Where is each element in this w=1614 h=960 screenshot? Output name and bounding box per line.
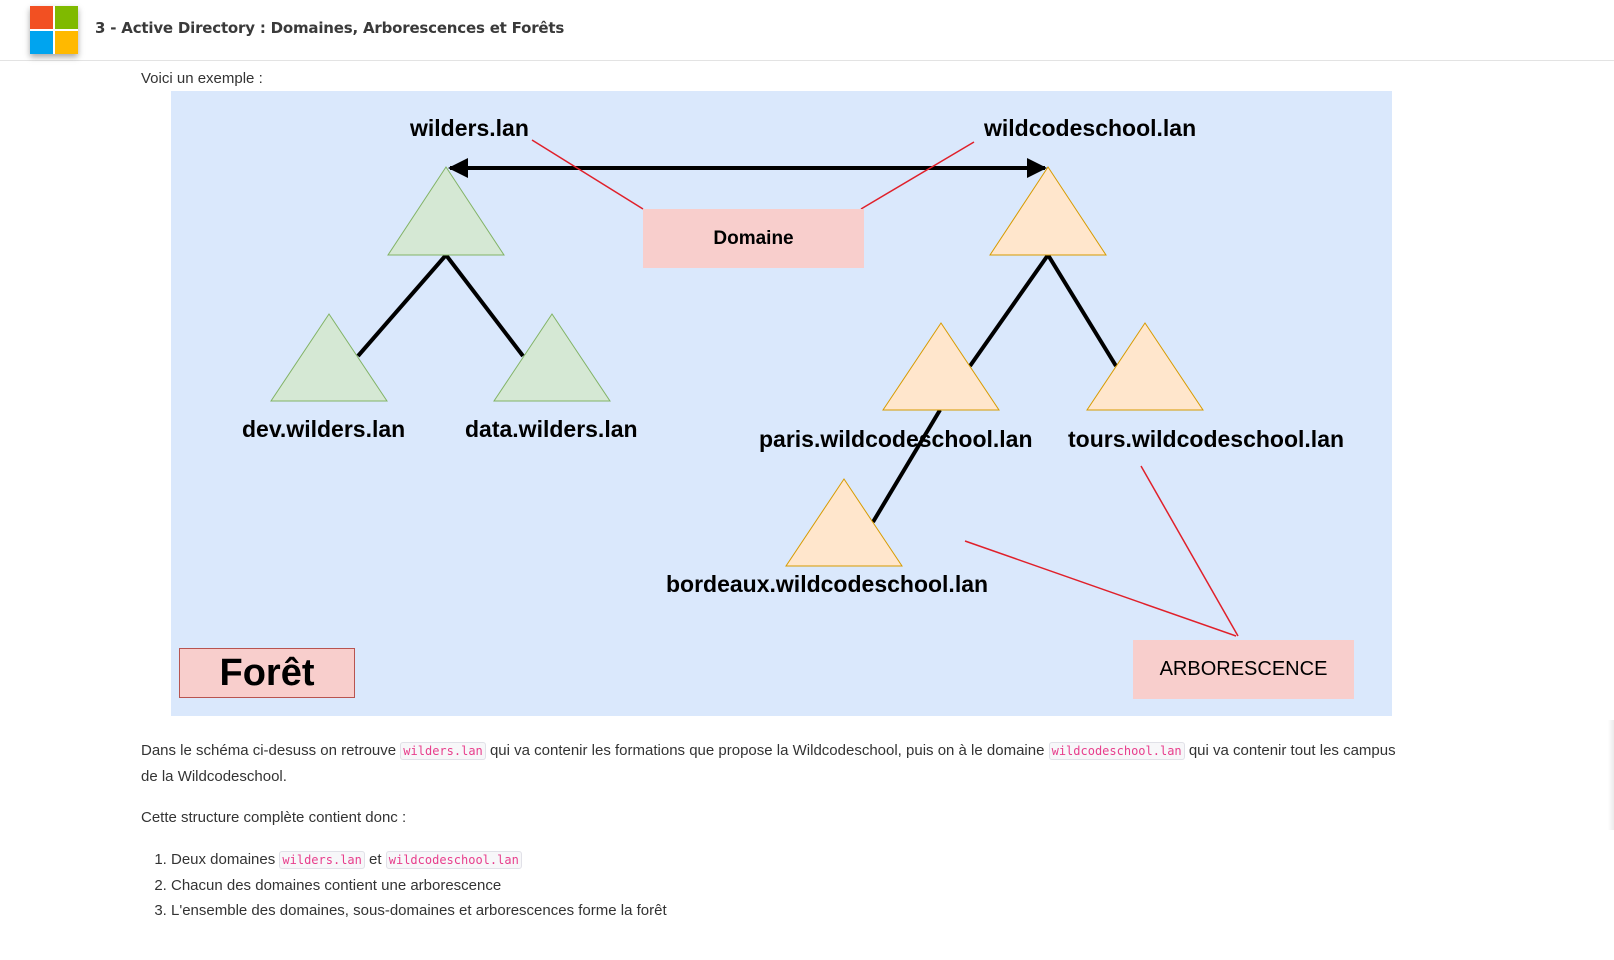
triangle-dev [270, 313, 388, 402]
page-title: 3 - Active Directory : Domaines, Arbores… [95, 19, 565, 37]
connector-wilders-dev [356, 253, 448, 358]
paragraph-explanation: Dans le schéma ci-desuss on retrouve wil… [141, 738, 1401, 790]
app-logo[interactable] [30, 6, 78, 54]
label-tours: tours.wildcodeschool.lan [1068, 426, 1345, 452]
box-arborescence: ARBORESCENCE [1133, 640, 1354, 699]
list-item: Deux domaines wilders.lan et wildcodesch… [171, 847, 667, 873]
inline-code-wilders: wilders.lan [279, 851, 365, 869]
pointer-domaine-wilders [531, 139, 644, 210]
label-paris: paris.wildcodeschool.lan [759, 426, 1033, 452]
list-item: L'ensemble des domaines, sous-domaines e… [171, 898, 667, 923]
paragraph-text-3: qui va contenir tout les campus de la Wi… [141, 742, 1396, 785]
ad-forest-diagram: wilders.lan wildcodeschool.lan dev.wilde… [171, 91, 1392, 716]
label-wilders: wilders.lan [410, 115, 529, 141]
inline-code-wilders: wilders.lan [400, 742, 486, 760]
paragraph-text-1: Dans le schéma ci-desuss on retrouve [141, 742, 401, 759]
connector-wcs-tours [1046, 253, 1118, 368]
triangle-data [493, 313, 611, 402]
triangle-paris [882, 322, 1000, 411]
pointer-arbo-bordeaux [964, 540, 1237, 637]
box-foret: Forêt [179, 648, 355, 698]
structure-list: Deux domaines wilders.lan et wildcodesch… [141, 847, 667, 923]
top-bar: 3 - Active Directory : Domaines, Arbores… [0, 0, 1614, 61]
inline-code-wildcodeschool: wildcodeschool.lan [385, 851, 522, 869]
connector-paris-bordeaux [871, 408, 942, 524]
logo-yellow-square [55, 31, 78, 54]
logo-green-square [55, 6, 78, 29]
list-item: Chacun des domaines contient une arbores… [171, 873, 667, 898]
scroll-edge-shadow [1608, 720, 1614, 830]
label-data: data.wilders.lan [465, 416, 638, 442]
diagram-shapes [270, 139, 1239, 637]
logo-red-square [30, 6, 53, 29]
label-bordeaux: bordeaux.wildcodeschool.lan [666, 571, 989, 597]
box-domaine: Domaine [643, 209, 864, 268]
intro-text: Voici un exemple : [141, 70, 263, 87]
logo-blue-square [30, 31, 53, 54]
pointer-domaine-wcs [860, 141, 975, 210]
paragraph-text-2: qui va contenir les formations que propo… [485, 742, 1049, 759]
triangle-tours [1086, 322, 1204, 411]
connector-wilders-data [444, 253, 525, 358]
triangle-bordeaux [785, 478, 903, 567]
connector-wcs-paris [968, 253, 1050, 368]
label-wildcodeschool: wildcodeschool.lan [984, 115, 1197, 141]
triangle-wilders [387, 166, 505, 256]
inline-code-wildcodeschool: wildcodeschool.lan [1048, 742, 1185, 760]
list-item-text: et [364, 851, 386, 868]
triangle-wildcodeschool [989, 166, 1107, 256]
list-item-text: Deux domaines [171, 851, 280, 868]
label-dev: dev.wilders.lan [242, 416, 406, 442]
paragraph-structure: Cette structure complète contient donc : [141, 809, 407, 826]
pointer-arbo-tours [1140, 465, 1239, 637]
